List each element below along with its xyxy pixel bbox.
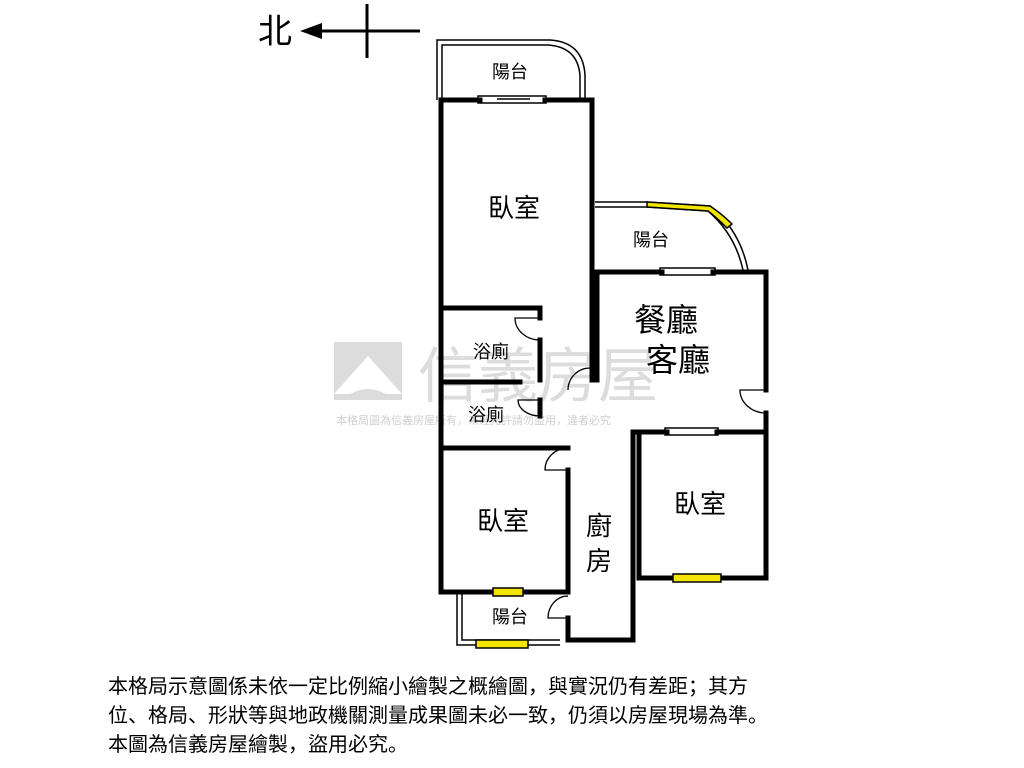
label-bedroom-main: 臥室 <box>488 194 540 224</box>
label-bedroom-left: 臥室 <box>477 507 529 537</box>
disclaimer-line-2: 位、格局、形狀等與地政機關測量成果圖未必一致，仍須以房屋現場為準。 <box>108 703 768 727</box>
north-label: 北 <box>258 12 292 52</box>
highlight-windows <box>475 201 734 649</box>
disclaimer-line-3: 本圖為信義房屋繪製，盜用必究。 <box>108 732 408 756</box>
door-hall <box>567 367 591 391</box>
label-kitchen-1: 廚 <box>586 512 612 542</box>
disclaimer: 本格局示意圖係未依一定比例縮小繪製之概繪圖，與實況仍有差距；其方 位、格局、形狀… <box>108 672 928 759</box>
label-bedroom-right: 臥室 <box>674 490 726 520</box>
north-arrow-icon <box>300 23 322 39</box>
window-top <box>477 95 547 104</box>
window-left-bedroom <box>492 587 524 597</box>
label-bath-2: 浴廁 <box>468 404 504 426</box>
disclaimer-line-1: 本格局示意圖係未依一定比例縮小繪製之概繪圖，與實況仍有差距；其方 <box>108 674 748 698</box>
window-living <box>659 267 716 276</box>
room-labels: 陽台 臥室 陽台 餐廳 客廳 浴廁 浴廁 臥室 廚 房 臥室 陽台 <box>468 62 726 628</box>
doors <box>514 317 767 619</box>
door-balcony-bottom <box>547 595 569 619</box>
label-living: 客廳 <box>646 341 710 379</box>
label-dining: 餐廳 <box>634 301 698 339</box>
label-bath-1: 浴廁 <box>473 341 509 363</box>
door-entrance <box>739 389 767 414</box>
label-balcony-top: 陽台 <box>492 62 528 83</box>
window-right-bedroom-top <box>664 427 719 436</box>
label-kitchen-2: 房 <box>586 547 612 577</box>
door-left-bedroom <box>544 447 569 471</box>
label-balcony-mid: 陽台 <box>633 230 669 251</box>
door-bath-2 <box>517 399 541 417</box>
brand-logo-icon <box>334 342 402 400</box>
compass: 北 <box>258 4 420 58</box>
window-curved-balcony <box>646 201 734 230</box>
door-bath-1 <box>514 317 541 341</box>
windows <box>477 95 719 436</box>
window-bottom-balcony <box>475 639 529 649</box>
window-right-bedroom <box>672 573 722 583</box>
label-balcony-bottom: 陽台 <box>492 607 528 628</box>
